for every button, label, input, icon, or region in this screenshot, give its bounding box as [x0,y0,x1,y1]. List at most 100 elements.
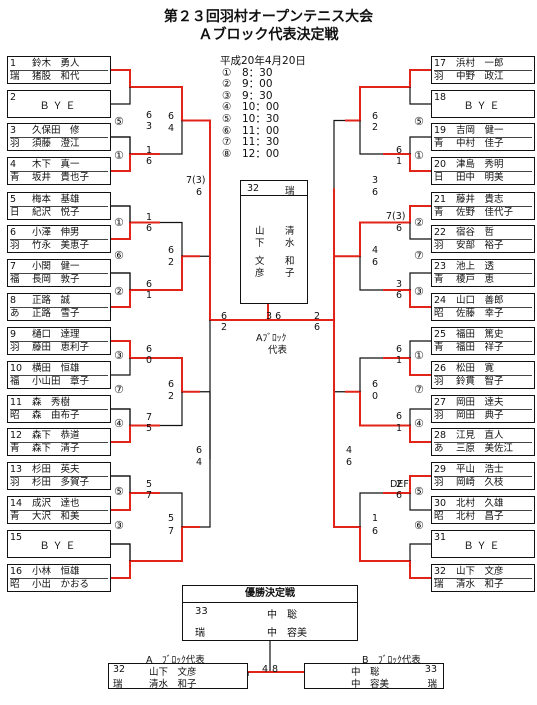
bracket-line [409,87,431,105]
player-name: 成沢 達也 [32,498,80,509]
player-name: 猪股 和代 [32,71,80,82]
round-marker: ① [414,149,424,162]
entry-club: 羽 [434,71,444,82]
round-marker: ② [114,285,124,298]
match-score: 0 [146,355,153,366]
final-heading: 優勝決定戦 [183,586,357,603]
entry-num: 11 [10,397,23,408]
player-name: 森 由布子 [32,410,80,421]
entry-num: 25 [434,329,447,340]
bracket-line [160,391,183,427]
entry-num: 32 [434,566,447,577]
player-name: 横田 恒雄 [32,363,80,374]
winner-path [111,69,160,88]
match-score: 5 [146,479,153,490]
winner-char: 子 [285,268,295,279]
rep-b-num: 33 [424,664,437,675]
winner-num: 32 [247,183,260,194]
player-name: 紀沢 悦子 [32,207,80,218]
bracket-line [200,459,211,528]
player-name: 平山 浩士 [456,464,504,475]
final-name2: 中 容美 [267,628,307,639]
player-name: 岡田 典子 [456,410,504,421]
match-score: 4 [372,245,379,256]
round-time: 10：00 [242,101,280,114]
round-marker: ③ [414,285,424,298]
match-score: 1 [372,513,379,524]
player-name: 小出 かおる [32,579,90,590]
match-score: 6 [396,223,403,234]
bracket-line [200,188,211,257]
match-score: 6 [146,344,153,355]
entry-club: 青 [434,207,444,218]
entry-club: 青 [10,172,20,183]
bracket-line [111,69,131,87]
winner-path [200,119,211,189]
rep-a-p1: 山下 文彦 [149,667,197,678]
rep-b-label: B ﾌﾞﾛｯｸ代表 [362,655,421,666]
winner-path [160,357,200,393]
bracket-line [409,272,431,290]
bracket-line [160,492,183,527]
player-name: 三原 美佐江 [456,443,514,454]
player-name: 福田 祥子 [456,342,504,353]
winner-path [383,357,431,376]
round-time: 9：30 [242,89,273,102]
match-score: 2 [168,257,175,268]
match-score: 6 [372,111,379,122]
entry-num: 15 [10,532,23,543]
rep-b-box: 中 聡 中 容美 33 瑞 [304,663,444,690]
bracket-line [359,492,383,527]
player-name: 藤田 恵利子 [32,342,90,353]
bracket-line [359,256,383,291]
page-subtitle: Ａブロック代表決定戦 [198,27,339,43]
bracket-line [359,357,383,392]
round-marker: ① [414,349,424,362]
player-name: 浜村 一郎 [456,58,504,69]
player-name: 岡崎 久枝 [456,477,504,488]
winner-path [383,289,431,308]
match-score: 1 [146,212,153,223]
player-name: 山口 善郎 [456,295,504,306]
entry-num: 9 [10,329,17,340]
block-winner-box: 32 瑞 山 清 下 水 文 和 彦 子 [240,180,308,304]
bracket-line [160,120,183,155]
center-score: 3 6 [266,311,282,322]
player-name: 佐野 佳代子 [456,207,514,218]
entry-num: 14 [10,498,23,509]
entry-num: 26 [434,363,447,374]
match-score: 2 [396,479,403,490]
player-name: 小関 健一 [32,261,80,272]
round-mark: ⑥ [222,124,232,137]
round-marker: ② [414,216,424,229]
winner-char: 和 [285,256,295,267]
bracket-line [111,358,131,376]
winner-path [345,86,383,122]
bracket-line [111,475,131,493]
entry-club: 青 [434,274,444,285]
winner-path [345,221,383,258]
bracket-line [333,391,345,460]
entry-club: 羽 [10,138,20,149]
entry-num: 17 [434,58,447,69]
match-score: 1 [146,145,153,156]
round-marker: ③ [114,519,124,532]
match-score: 6 [168,245,175,256]
round-time: 8：30 [242,66,273,79]
